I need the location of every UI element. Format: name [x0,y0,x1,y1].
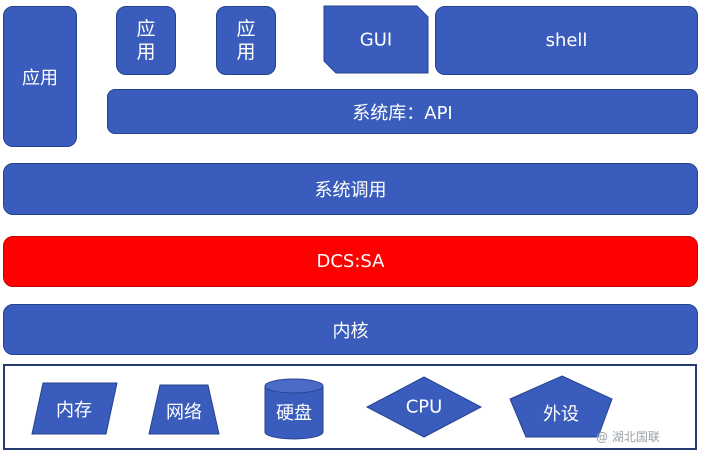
dcs-sa-layer: DCS:SA [3,236,698,287]
peripheral-shape [509,375,613,438]
system-library-label: 系统库：API [352,102,453,124]
network-shape [148,384,220,435]
app-char: 用 [136,40,156,63]
memory-shape [31,382,118,435]
peripheral-label: 外设 [543,404,579,425]
memory-label: 内存 [56,400,92,421]
disk-label: 硬盘 [276,403,312,424]
network-label: 网络 [166,402,202,423]
system-call-label: 系统调用 [314,180,387,201]
shell-label: shell [545,30,588,51]
app-label-left: 应用 [22,67,58,89]
app-block-left: 应用 [3,6,77,147]
dcs-sa-label: DCS:SA [316,251,385,272]
app-char: 应 [136,17,156,40]
app-block-small-1: 应 用 [116,6,176,75]
system-library-layer: 系统库：API [107,89,698,134]
app-char: 用 [236,40,256,63]
kernel-label: 内核 [332,320,369,342]
cpu-label: CPU [405,396,443,418]
gui-label: GUI [359,29,393,51]
cpu-shape [365,376,483,438]
app-char: 应 [236,17,256,40]
shell-block: shell [435,6,698,75]
watermark: @ 湖北国联 [596,430,660,444]
app-block-small-2: 应 用 [216,6,276,75]
disk-shape [264,378,324,440]
gui-shape [323,5,429,74]
system-call-layer: 系统调用 [3,163,698,215]
kernel-layer: 内核 [3,304,698,355]
